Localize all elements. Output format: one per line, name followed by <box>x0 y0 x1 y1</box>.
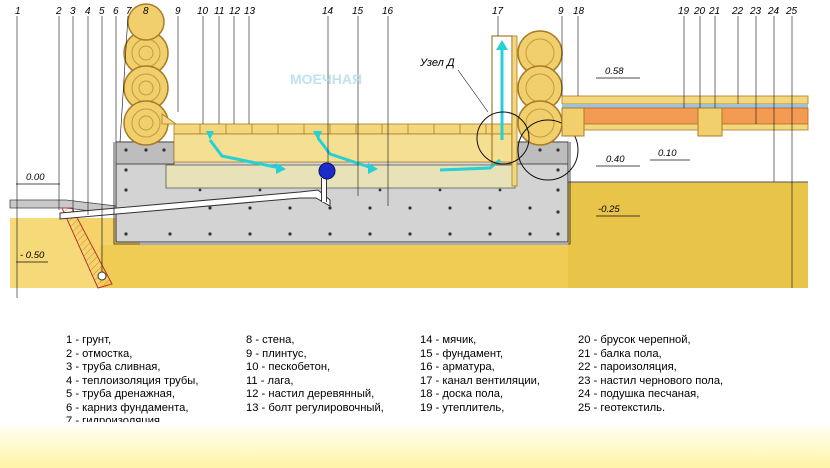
foundation-node-circle <box>517 119 579 181</box>
callout-13: 13 <box>244 6 256 17</box>
legend: 1 - грунт, 2 - отмостка, 3 - труба сливн… <box>0 334 830 434</box>
legend-item: 25 - геотекстиль. <box>578 401 666 414</box>
level-0-40: 0.40 <box>606 154 625 165</box>
callout-leaders <box>16 15 793 298</box>
level-minus-0-25: -0.25 <box>598 204 620 215</box>
callout-23: 23 <box>749 6 762 17</box>
legend-item: 5 - труба дренажная, <box>66 388 176 400</box>
floor-board-18 <box>561 95 809 105</box>
legend-item: 22 - пароизоляция, <box>578 361 677 373</box>
legend-item: 8 - стена, <box>246 334 295 346</box>
callout-8: 8 <box>143 6 149 17</box>
legend-item: 16 - арматура, <box>420 361 495 373</box>
callout-7: 7 <box>126 6 132 17</box>
legend-item: 1 - грунт, <box>66 334 112 346</box>
room-label: МОЕЧНАЯ <box>290 71 362 87</box>
callout-2: 2 <box>55 6 62 17</box>
baseboard-left <box>161 113 178 125</box>
callout-14: 14 <box>322 6 334 17</box>
callout-20: 20 <box>693 6 706 17</box>
level-minus-0-50: - 0.50 <box>20 250 45 261</box>
cranial-bar <box>561 107 585 137</box>
callout-15: 15 <box>352 6 364 17</box>
legend-item: 20 - брусок черепной, <box>578 334 691 346</box>
waterproofing <box>113 142 571 245</box>
vapour-barrier <box>562 104 808 108</box>
beam-21 <box>697 107 723 137</box>
legend-item: 24 - подушка песчаная, <box>578 388 700 400</box>
legend-item: 18 - доска пола, <box>420 388 504 400</box>
legend-item: 17 - канал вентиляции, <box>420 374 540 387</box>
callout-4: 4 <box>85 6 91 17</box>
legend-item: 15 - фундамент, <box>420 347 504 360</box>
legend-item: 21 - балка пола, <box>578 347 662 360</box>
subfloor-23 <box>583 123 809 131</box>
node-d-circle <box>476 111 530 165</box>
legend-item: 13 - болт регулировочный, <box>246 401 384 414</box>
callout-9: 9 <box>175 6 181 17</box>
callout-11: 11 <box>214 6 224 17</box>
insulation-19 <box>583 107 809 125</box>
callout-22: 22 <box>731 6 744 17</box>
level-0-10: 0.10 <box>658 148 677 159</box>
foundation-section-diagram: 1 2 3 4 5 6 7 8 9 10 11 12 13 14 15 16 1… <box>9 3 809 298</box>
callout-9b: 9 <box>558 6 564 17</box>
log-wall-right <box>517 30 563 146</box>
legend-item: 23 - настил чернового пола, <box>578 374 724 387</box>
legend-item: 4 - теплоизоляция трубы, <box>66 374 199 387</box>
level-0-58: 0.58 <box>605 66 624 77</box>
legend-item: 3 - труба сливная, <box>66 361 161 373</box>
airflow-arrows <box>208 48 504 172</box>
legend-item: 10 - пескобетон, <box>246 361 331 373</box>
callout-25: 25 <box>785 6 798 17</box>
drain-pipe <box>59 189 331 220</box>
log-wall-left <box>123 3 169 146</box>
legend-col-3: 14 - мячик, 15 - фундамент, 16 - арматур… <box>420 334 540 415</box>
legend-item: 6 - карниз фундамента, <box>66 401 189 414</box>
drainage-pipe <box>97 271 107 281</box>
legend-col-4: 20 - брусок черепной, 21 - балка пола, 2… <box>578 334 723 415</box>
level-0-00: 0.00 <box>26 172 45 183</box>
legend-item: 11 - лага, <box>246 374 294 387</box>
node-label: Узел Д <box>419 57 455 69</box>
ball-valve <box>318 162 336 180</box>
bottom-gradient <box>0 422 830 468</box>
callout-18: 18 <box>573 6 585 17</box>
airflow-arrowheads <box>206 40 508 174</box>
callout-10: 10 <box>197 6 209 17</box>
legend-item: 14 - мячик, <box>420 334 477 346</box>
insulation-wedge <box>61 207 113 289</box>
callout-21: 21 <box>708 6 720 17</box>
sand-concrete-layer <box>165 164 516 189</box>
callout-6: 6 <box>113 6 119 17</box>
callout-1: 1 <box>15 6 21 17</box>
callout-24: 24 <box>767 6 780 17</box>
legend-col-2: 8 - стена, 9 - плинтус, 10 - пескобетон,… <box>246 334 384 415</box>
wooden-floor-deck <box>173 123 516 135</box>
callout-3: 3 <box>70 6 76 17</box>
legend-col-1: 1 - грунт, 2 - отмостка, 3 - труба сливн… <box>66 334 198 429</box>
callout-16: 16 <box>382 6 394 17</box>
legend-item: 2 - отмостка, <box>66 347 133 360</box>
callout-17: 17 <box>492 6 504 17</box>
callout-19: 19 <box>678 6 690 17</box>
legend-item: 9 - плинтус, <box>246 347 307 360</box>
deck-seams <box>199 124 487 134</box>
sand-cushion-right <box>568 182 808 288</box>
callout-5: 5 <box>99 6 105 17</box>
level-lines <box>16 77 690 263</box>
legend-item: 12 - настил деревянный, <box>246 388 375 400</box>
legend-item: 19 - утеплитель, <box>420 401 505 414</box>
callout-12: 12 <box>229 6 241 17</box>
